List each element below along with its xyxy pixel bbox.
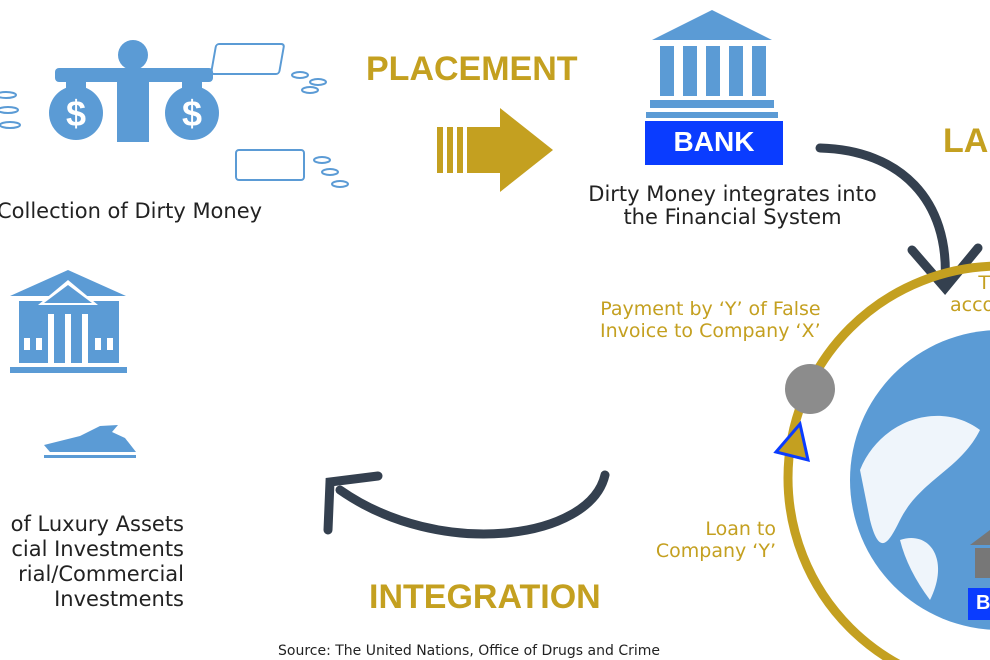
- transfer-caption: T acco: [950, 272, 990, 316]
- svg-text:$: $: [66, 93, 86, 134]
- transfer-line-1: T: [978, 272, 990, 294]
- small-bank-icon: [968, 530, 990, 620]
- globe-icon: [850, 330, 990, 630]
- mansion-icon: [10, 270, 127, 373]
- layering-cycle-ring: [783, 261, 990, 660]
- stage-placement-label: PLACEMENT: [366, 50, 578, 88]
- bank-caption-line-2: the Financial System: [623, 205, 842, 229]
- person-with-money-bags-icon: $ $: [49, 40, 219, 142]
- bank-label: BANK: [673, 126, 755, 157]
- loan-line-2: Company ‘Y’: [655, 540, 776, 562]
- small-bank-label: B: [976, 592, 990, 614]
- svg-text:$: $: [182, 93, 202, 134]
- bank-caption: Dirty Money integrates into the Financia…: [560, 183, 905, 229]
- stage-layering-label: LA: [943, 122, 989, 160]
- integration-line: Investments: [54, 587, 184, 611]
- node-circle-icon: [785, 364, 835, 414]
- yacht-icon: [44, 425, 136, 458]
- payment-line-1: Payment by ‘Y’ of False: [600, 298, 821, 320]
- loan-caption: Loan to Company ‘Y’: [630, 518, 776, 562]
- integration-line: cial Investments: [11, 537, 184, 561]
- collection-label: Collection of Dirty Money: [0, 199, 263, 223]
- ring-direction-triangle-icon: [773, 420, 810, 463]
- integration-list: of Luxury Assets cial Investments rial/C…: [0, 512, 184, 612]
- stage-integration-label: INTEGRATION: [369, 578, 601, 616]
- integration-line: rial/Commercial: [18, 562, 184, 586]
- source-note: Source: The United Nations, Office of Dr…: [278, 643, 661, 659]
- layering-arrow-icon: [815, 143, 983, 295]
- bank-caption-line-1: Dirty Money integrates into: [588, 182, 877, 206]
- transfer-line-2: acco: [950, 294, 990, 316]
- placement-arrow-icon: [437, 108, 553, 192]
- integration-line: of Luxury Assets: [10, 512, 184, 536]
- cash-stack-icon: [0, 43, 349, 188]
- integration-arrow-icon: [323, 470, 610, 539]
- loan-line-1: Loan to: [705, 518, 776, 540]
- payment-line-2: Invoice to Company ‘X’: [600, 320, 821, 342]
- payment-caption: Payment by ‘Y’ of False Invoice to Compa…: [600, 298, 821, 342]
- bank-building-icon: [645, 10, 783, 165]
